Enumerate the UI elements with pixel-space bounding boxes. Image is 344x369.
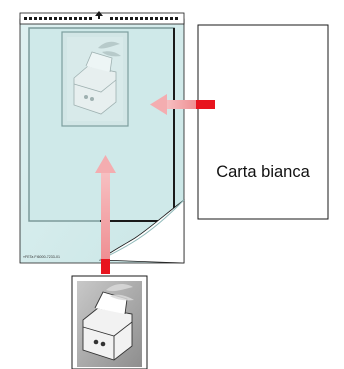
white-paper-sheet: Carta bianca <box>197 24 329 220</box>
insert-paper-arrow <box>150 94 215 115</box>
photo-original <box>71 275 148 369</box>
carrier-binding-strip <box>19 12 185 25</box>
carrier-bottom-text: «FETa FI6000-7233-01 <box>23 255 60 259</box>
feed-direction-icon <box>95 11 103 16</box>
leaf-icon <box>106 283 134 301</box>
scanner-icon <box>73 51 117 115</box>
insert-photo-arrow <box>95 155 116 274</box>
carrier-sheet: «FETa FI6000-7233-01 <box>19 11 185 264</box>
scanner-icon <box>82 291 133 361</box>
leaf-icon <box>98 41 121 57</box>
white-paper-label: Carta bianca <box>216 163 310 181</box>
binding-dots <box>24 17 178 20</box>
photo-in-carrier <box>61 31 129 127</box>
